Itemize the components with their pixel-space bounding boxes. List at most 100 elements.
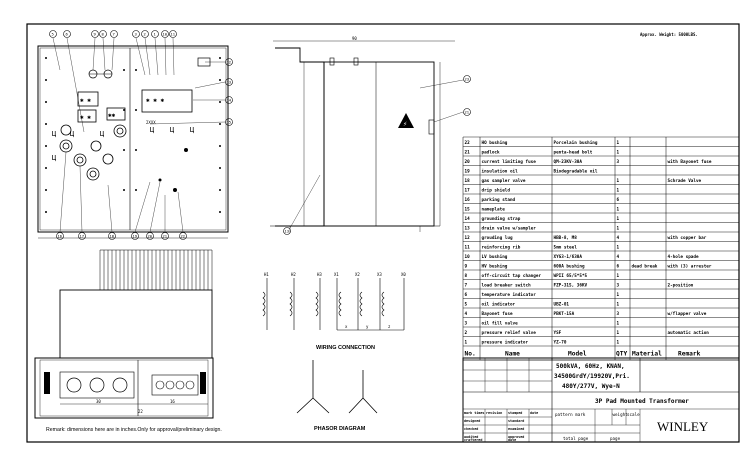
svg-text:16: 16 (58, 234, 63, 239)
part-qty-cell: 1 (617, 206, 620, 212)
part-remark-cell: with copper bar (668, 235, 707, 241)
parts-header-remark: Remark (678, 351, 701, 358)
svg-text:11: 11 (171, 32, 176, 37)
svg-text:19: 19 (133, 234, 138, 239)
part-remark-cell: with (3) arrester (668, 263, 712, 269)
revision-cell: date (530, 411, 538, 415)
svg-text:Ц: Ц (170, 126, 175, 134)
svg-text:20: 20 (148, 234, 153, 239)
part-name-cell: HO bushing (482, 140, 508, 146)
part-name-cell: oil indicator (482, 301, 516, 307)
part-qty-cell: 3 (617, 282, 620, 288)
svg-text:x: x (345, 324, 348, 329)
revision-cell: checked (464, 427, 478, 431)
svg-text:Ц: Ц (150, 126, 155, 134)
svg-text:Ц: Ц (70, 130, 75, 138)
part-qty-cell: 3 (617, 311, 620, 317)
part-model-cell: 5mm steel (554, 244, 578, 250)
svg-text:15: 15 (227, 120, 232, 125)
phasor-title: PHASOR DIAGRAM (314, 426, 366, 432)
part-qty-cell: 1 (617, 339, 620, 345)
front-rivets (45, 57, 221, 213)
part-model-cell: QM-23KV-30A (554, 159, 583, 165)
part-name-cell: grouding lug (482, 235, 513, 241)
part-no-cell: 15 (465, 206, 471, 212)
part-name-cell: off-circuit tap changer (482, 273, 542, 279)
svg-text:8: 8 (102, 32, 105, 37)
part-no-cell: 5 (465, 301, 468, 307)
part-name-cell: padlock (482, 149, 501, 155)
svg-text:X1: X1 (334, 272, 339, 277)
total-page-label: total page (563, 436, 589, 441)
part-name-cell: nameplate (482, 206, 506, 212)
part-qty-cell: 1 (617, 330, 620, 336)
part-remark-cell: with Bayonet fuse (668, 159, 712, 165)
part-remark-cell: 4-hole spade (668, 254, 699, 260)
svg-text:13: 13 (285, 229, 290, 234)
svg-text:21: 21 (465, 110, 470, 115)
part-model-cell: penta-head bolt (554, 149, 593, 155)
part-qty-cell: 1 (617, 244, 620, 250)
svg-text:22: 22 (181, 234, 186, 239)
wiring-title: WIRING CONNECTION (316, 345, 375, 351)
revision-cell: standard (508, 419, 524, 423)
part-name-cell: pressure indicator (482, 339, 529, 345)
part-qty-cell: 1 (617, 292, 620, 298)
svg-text:22: 22 (138, 409, 143, 414)
svg-text:✱ ✱: ✱ ✱ (79, 97, 91, 104)
part-name-cell: drain valve w/sampler (482, 225, 537, 231)
part-model-cell: WPII 65/5*5*5 (554, 273, 588, 279)
spec-line-3: 480Y/277V, Wye-N (562, 383, 620, 390)
part-no-cell: 1 (465, 339, 468, 345)
part-qty-cell: 6 (617, 197, 620, 203)
svg-text:H1: H1 (264, 272, 269, 277)
revision-cell: examined (508, 427, 524, 431)
svg-text:1: 1 (154, 32, 157, 37)
revision-cell: approved (508, 435, 524, 439)
part-qty-cell: 1 (617, 187, 620, 193)
part-remark-cell: Schrade Valve (668, 178, 702, 184)
svg-text:X3: X3 (377, 272, 382, 277)
part-no-cell: 13 (465, 225, 471, 231)
part-no-cell: 8 (465, 273, 468, 279)
spec-line-1: 500kVA, 60Hz, KNAN, (556, 363, 625, 370)
revision-cell: mark times (464, 411, 484, 415)
side-view: 90 ⚡ 23 21 13 (270, 36, 471, 235)
part-model-cell: UBZ-01 (554, 301, 570, 307)
part-no-cell: 9 (465, 263, 468, 269)
parts-header-model: Model (568, 351, 587, 358)
brand-logo: WINLEY (657, 419, 709, 434)
part-name-cell: oil fill valve (482, 320, 519, 326)
svg-text:21: 21 (163, 234, 168, 239)
revision-cell: craftered (464, 438, 482, 442)
revision-cell: revision (486, 411, 502, 415)
svg-text:2XXX: 2XXX (146, 120, 156, 125)
svg-text:6: 6 (66, 32, 69, 37)
svg-text:23: 23 (465, 77, 470, 82)
parts-header-material: Material (632, 350, 662, 358)
high-voltage-warning-icon (398, 113, 414, 128)
part-name-cell: grounding strap (482, 216, 521, 222)
svg-text:X2: X2 (355, 272, 360, 277)
svg-text:Ц: Ц (52, 130, 57, 138)
phasor-diagram (296, 360, 378, 414)
page-label: page (610, 436, 621, 441)
revision-cell: designed (464, 419, 480, 423)
svg-text:9: 9 (94, 32, 97, 37)
part-name-cell: insulation oil (482, 168, 519, 174)
part-no-cell: 21 (465, 149, 471, 155)
part-no-cell: 4 (465, 311, 468, 317)
part-no-cell: 11 (465, 244, 471, 250)
part-qty-cell: 4 (617, 235, 620, 241)
part-name-cell: drip shield (482, 187, 511, 193)
part-model-cell: 600A bushing (554, 263, 585, 269)
part-no-cell: 17 (465, 187, 471, 193)
part-model-cell: Porcelain bushing (554, 140, 598, 146)
part-qty-cell: 3 (617, 159, 620, 165)
part-no-cell: 7 (465, 282, 468, 288)
remark-note: Remark: dimensions here are in inches.On… (46, 427, 222, 433)
svg-text:14: 14 (227, 98, 232, 103)
svg-text:12: 12 (227, 60, 232, 65)
